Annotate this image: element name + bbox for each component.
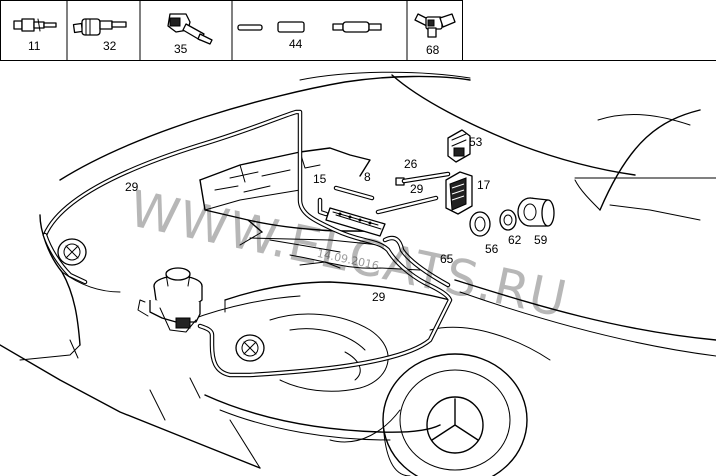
callout-26: 26: [404, 157, 418, 171]
hose-piece-15-icon[interactable]: [317, 197, 329, 217]
left-washer-nozzle-icon[interactable]: [57, 238, 87, 266]
part-68-label: 68: [426, 43, 440, 57]
part-35-label: 35: [174, 42, 188, 56]
washer-hose-routing: [42, 109, 453, 378]
callout-53: 53: [469, 135, 483, 149]
callout-56: 56: [485, 242, 499, 256]
callout-15: 15: [313, 172, 327, 186]
callout-29-rod: 29: [410, 182, 424, 196]
callout-62: 62: [508, 233, 522, 247]
callout-8: 8: [364, 170, 371, 184]
part-35-elbow-connector-icon[interactable]: 35: [167, 13, 213, 56]
vehicle-body-drawing: [0, 71, 716, 476]
callout-29-lower: 29: [372, 290, 386, 304]
callout-65: 65: [440, 252, 454, 266]
hose-piece-8-icon[interactable]: [333, 185, 375, 201]
washer-pump-icon[interactable]: [137, 267, 203, 333]
part-32-label: 32: [103, 39, 117, 53]
right-washer-nozzle-icon[interactable]: [235, 334, 265, 362]
part-44-hose-set-icon[interactable]: 44: [237, 21, 382, 51]
part-17-valve-icon[interactable]: [445, 171, 473, 215]
part-11-connector-icon[interactable]: 11: [13, 18, 57, 53]
part-62-ring-icon[interactable]: [499, 209, 517, 231]
part-68-t-connector-icon[interactable]: 68: [414, 13, 456, 57]
part-32-connector-icon[interactable]: 32: [72, 18, 127, 53]
part-11-label: 11: [28, 39, 41, 53]
callout-59: 59: [534, 233, 548, 247]
part-59-sleeve-icon[interactable]: [517, 197, 555, 227]
callout-29-top: 29: [125, 180, 139, 194]
distribution-block-icon[interactable]: [325, 207, 386, 237]
part-53-pump-icon[interactable]: [447, 129, 471, 163]
part-44-label: 44: [289, 37, 303, 51]
part-56-grommet-icon[interactable]: [469, 211, 491, 237]
callout-17: 17: [477, 178, 491, 192]
callout-labels: 29 15 8 26 29 53 17 56 62 59 65 29: [125, 135, 548, 304]
connecting-rods-icon[interactable]: [375, 171, 451, 215]
